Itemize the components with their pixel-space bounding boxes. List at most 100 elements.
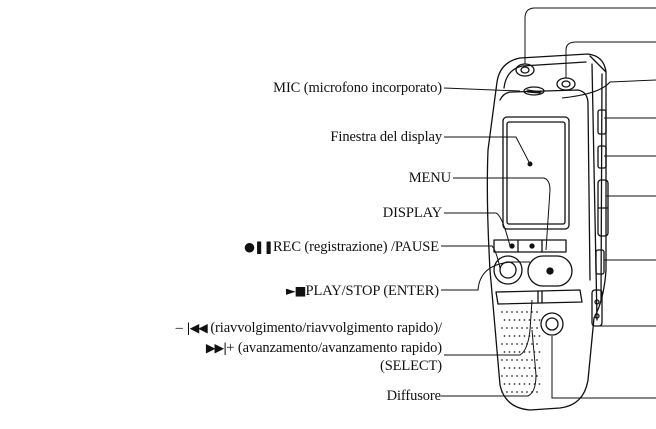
leader-lines-left	[441, 87, 551, 397]
grille-hole	[501, 391, 503, 393]
forward-label: ▶▶|+ (avanzamento/avanzamento rapido)	[205, 340, 442, 356]
display-button-label: DISPLAY	[382, 205, 442, 221]
grille-hole	[518, 383, 521, 385]
display-window	[502, 116, 570, 230]
grille-hole	[526, 375, 528, 377]
grille-hole	[516, 327, 518, 329]
grille-hole	[528, 351, 531, 353]
grille-hole	[508, 319, 511, 321]
speaker-label: Diffusore	[386, 388, 442, 404]
grille-hole	[523, 383, 526, 385]
grille-hole	[521, 359, 523, 361]
grille-hole	[503, 383, 506, 385]
grille-hole	[506, 375, 508, 377]
grille-hole	[533, 335, 536, 337]
grille-hole	[501, 343, 503, 345]
rec-pause-button	[493, 255, 523, 285]
grille-hole	[521, 375, 523, 377]
grille-hole	[508, 335, 511, 337]
grille-hole	[536, 391, 538, 393]
grille-hole	[506, 343, 508, 345]
grille-hole	[528, 367, 531, 369]
grille-hole	[526, 327, 528, 329]
grille-hole	[508, 351, 511, 353]
grille-hole	[511, 327, 513, 329]
grille-hole	[501, 375, 503, 377]
grille-hole	[531, 375, 533, 377]
grille-hole	[536, 343, 538, 345]
grille-hole	[513, 367, 516, 369]
rec-pause-icon: ●❚❚	[244, 239, 274, 254]
grille-hole	[506, 311, 508, 313]
play-stop-button	[527, 255, 573, 287]
grille-hole	[523, 319, 526, 321]
grille-hole	[528, 383, 531, 385]
grille-hole	[518, 351, 521, 353]
grille-hole	[511, 375, 513, 377]
grille-hole	[516, 391, 518, 393]
grille-hole	[511, 311, 513, 313]
grille-hole	[516, 375, 518, 377]
grille-hole	[511, 343, 513, 345]
grille-hole	[536, 375, 538, 377]
play-stop-label: ►■PLAY/STOP (ENTER)	[286, 283, 439, 299]
grille-hole	[503, 367, 506, 369]
mic-jack	[556, 77, 576, 91]
grille-hole	[521, 343, 523, 345]
grille-hole	[538, 351, 541, 353]
mic-label: MIC (microfono incorporato)	[273, 80, 442, 96]
grille-hole	[508, 383, 511, 385]
grille-hole	[521, 311, 523, 313]
grille-hole	[531, 343, 533, 345]
grille-hole	[506, 327, 508, 329]
speaker-grille	[501, 311, 541, 393]
grille-hole	[516, 343, 518, 345]
grille-hole	[538, 319, 541, 321]
rewind-icon: |◀◀	[186, 320, 207, 335]
grille-hole	[513, 383, 516, 385]
menu-label: MENU	[408, 170, 451, 186]
leader-lines-right	[524, 7, 656, 399]
grille-hole	[506, 391, 508, 393]
grille-hole	[516, 359, 518, 361]
grille-hole	[538, 367, 541, 369]
play-stop-icon: ►■	[286, 283, 306, 298]
grille-hole	[526, 391, 528, 393]
rewind-label: – |◀◀ (riavvolgimento/riavvolgimento rap…	[175, 320, 442, 336]
grille-hole	[513, 335, 516, 337]
grille-hole	[536, 311, 538, 313]
grille-hole	[503, 335, 506, 337]
grille-hole	[531, 359, 533, 361]
grille-hole	[531, 327, 533, 329]
grille-hole	[503, 351, 506, 353]
grille-hole	[511, 359, 513, 361]
fast-forward-icon: ▶▶|	[205, 340, 227, 355]
grille-hole	[521, 327, 523, 329]
grille-hole	[516, 311, 518, 313]
grille-hole	[536, 359, 538, 361]
grille-hole	[523, 335, 526, 337]
grille-hole	[501, 311, 503, 313]
grille-hole	[523, 367, 526, 369]
display-window-label: Finestra del display	[330, 129, 442, 145]
grille-hole	[511, 391, 513, 393]
grille-hole	[518, 335, 521, 337]
device-body	[486, 53, 607, 411]
grille-hole	[518, 319, 521, 321]
speaker-button	[540, 312, 564, 336]
grille-hole	[538, 335, 541, 337]
grille-hole	[528, 319, 531, 321]
grille-hole	[526, 359, 528, 361]
grille-hole	[506, 359, 508, 361]
grille-hole	[501, 327, 503, 329]
rewind-forward-control	[495, 289, 583, 305]
grille-hole	[513, 319, 516, 321]
built-in-mic	[523, 86, 545, 96]
grille-hole	[518, 367, 521, 369]
rec-pause-label: ●❚❚REC (registrazione) /PAUSE	[244, 239, 439, 255]
grille-hole	[508, 367, 511, 369]
grille-hole	[533, 319, 536, 321]
grille-hole	[501, 359, 503, 361]
grille-hole	[526, 311, 528, 313]
